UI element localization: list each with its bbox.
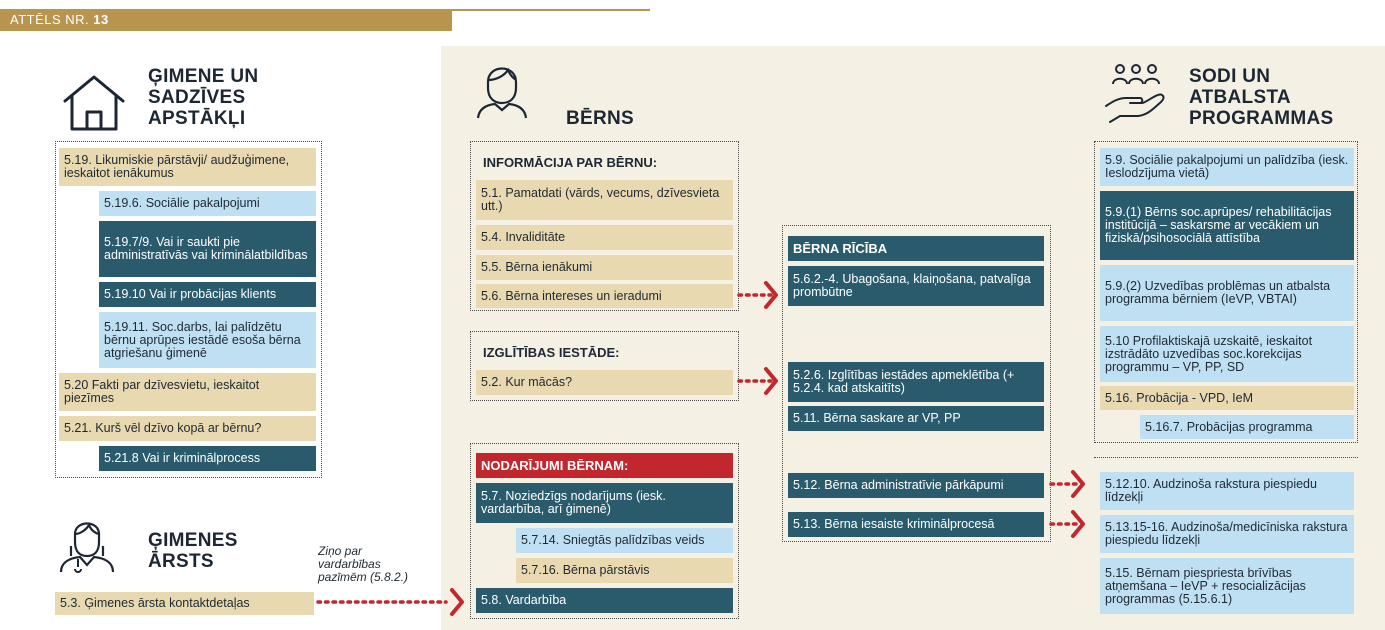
school-header: IZGLĪTĪBAS IESTĀDE: bbox=[483, 344, 620, 360]
house-icon bbox=[63, 75, 125, 131]
family-box-5-21: 5.21. Kurš vēl dzīvo kopā ar bērnu? bbox=[59, 416, 316, 441]
child-info-header: INFORMĀCIJA PAR BĒRNU: bbox=[483, 154, 658, 170]
doctor-note: Ziņo par vardarbības pazīmēm (5.8.2.) bbox=[318, 544, 409, 584]
family-box-5-19: 5.19. Likumiskie pārstāvji/ audžuģimene,… bbox=[59, 148, 316, 186]
child-title: BĒRNS bbox=[566, 108, 635, 129]
arrow-school-to-attendance bbox=[737, 367, 778, 395]
penalties-box-5-15: 5.15. Bērnam piespriesta brīvības atņemš… bbox=[1100, 558, 1354, 614]
penalties-group-top bbox=[1094, 141, 1358, 443]
penalties-title-line-1: SODI UN bbox=[1189, 66, 1271, 87]
penalties-box-5-9-2: 5.9.(2) Uzvedības problēmas un atbalsta … bbox=[1100, 265, 1354, 321]
child-icon bbox=[476, 67, 528, 119]
arrow-interests-to-behaviour bbox=[737, 281, 778, 309]
doctor-icon bbox=[59, 522, 115, 573]
penalties-divider bbox=[1094, 457, 1358, 619]
family-title-line-1: ĢIMENE UN bbox=[148, 66, 259, 87]
offences-box-5-7-16: 5.7.16. Bērna pārstāvis bbox=[516, 558, 733, 583]
child-box-5-4: 5.4. Invaliditāte bbox=[476, 225, 733, 250]
offences-header: NODARĪJUMI BĒRNAM: bbox=[476, 453, 733, 478]
support-hand-icon bbox=[1105, 64, 1165, 123]
penalties-box-5-12-10: 5.12.10. Audzinoša rakstura piespiedu lī… bbox=[1100, 472, 1354, 510]
child-box-5-5: 5.5. Bērna ienākumi bbox=[476, 255, 733, 280]
behaviour-box-5-13: 5.13. Bērna iesaiste kriminālprocesā bbox=[788, 512, 1044, 537]
school-box-5-2: 5.2. Kur mācās? bbox=[476, 370, 733, 395]
doctor-title-line-1: ĢIMENES bbox=[148, 530, 238, 551]
family-group bbox=[55, 141, 322, 478]
arrow-doctor-to-violence bbox=[316, 588, 464, 616]
school-group bbox=[470, 331, 739, 401]
child-box-5-1: 5.1. Pamatdati (vārds, vecums, dzīvesvie… bbox=[476, 180, 733, 220]
figure-number: 13 bbox=[93, 12, 109, 27]
penalties-title-line-2: ATBALSTA bbox=[1189, 87, 1291, 108]
doctor-title-line-2: ĀRSTS bbox=[148, 551, 214, 572]
behaviour-box-5-12: 5.12. Bērna administratīvie pārkāpumi bbox=[788, 473, 1044, 498]
arrow-admin-to-measures bbox=[1049, 470, 1085, 498]
penalties-box-5-16: 5.16. Probācija - VPD, IeM bbox=[1100, 386, 1354, 410]
family-title-line-3: APSTĀKĻI bbox=[148, 108, 246, 129]
behaviour-box-5-6-2: 5.6.2.-4. Ubagošana, klaiņošana, patvaļī… bbox=[788, 266, 1044, 306]
figure-label: ATTĒLS NR. bbox=[10, 12, 90, 27]
family-box-5-21-8: 5.21.8 Vai ir kriminālprocess bbox=[99, 446, 316, 471]
offences-box-5-8: 5.8. Vardarbība bbox=[476, 588, 733, 613]
family-box-5-19-6: 5.19.6. Sociālie pakalpojumi bbox=[99, 191, 316, 216]
family-title-line-2: SADZĪVES bbox=[148, 87, 246, 108]
penalties-box-5-16-7: 5.16.7. Probācijas programma bbox=[1140, 415, 1354, 439]
offences-group bbox=[470, 443, 739, 619]
family-box-5-19-11: 5.19.11. Soc.darbs, lai palīdzētu bērnu … bbox=[99, 312, 316, 368]
offences-box-5-7-14: 5.7.14. Sniegtās palīdzības veids bbox=[516, 528, 733, 553]
family-box-5-19-7: 5.19.7/9. Vai ir saukti pie administratī… bbox=[99, 221, 316, 277]
family-box-5-19-10: 5.19.10 Vai ir probācijas klients bbox=[99, 282, 316, 307]
penalties-box-5-9-1: 5.9.(1) Bērns soc.aprūpes/ rehabilitācij… bbox=[1100, 191, 1354, 260]
offences-box-5-7: 5.7. Noziedzīgs nodarījums (iesk. vardar… bbox=[476, 483, 733, 523]
behaviour-group bbox=[782, 225, 1051, 542]
doctor-title: ĢIMENES ĀRSTS bbox=[148, 530, 238, 572]
figure-header: ATTĒLS NR. 13 bbox=[0, 9, 452, 31]
family-box-5-20: 5.20 Fakti par dzīvesvietu, ieskaitot pi… bbox=[59, 373, 316, 411]
penalties-box-5-13-15: 5.13.15-16. Audzinoša/medicīniska rakstu… bbox=[1100, 515, 1354, 553]
child-box-5-6: 5.6. Bērna intereses un ieradumi bbox=[476, 284, 733, 308]
family-title: ĢIMENE UN SADZĪVES APSTĀKĻI bbox=[148, 66, 258, 129]
behaviour-box-5-11: 5.11. Bērna saskare ar VP, PP bbox=[788, 406, 1044, 431]
penalties-title-line-3: PROGRAMMAS bbox=[1189, 108, 1334, 129]
behaviour-header: BĒRNA RĪCĪBA bbox=[788, 236, 1044, 261]
doctor-box-5-3: 5.3. Ģimenes ārsta kontaktdetaļas bbox=[55, 592, 314, 615]
penalties-box-5-9: 5.9. Sociālie pakalpojumi un palīdzība (… bbox=[1100, 148, 1354, 186]
behaviour-box-5-2-6: 5.2.6. Izglītības iestādes apmeklētība (… bbox=[788, 362, 1044, 402]
arrow-criminal-to-measures bbox=[1049, 510, 1085, 538]
child-info-group bbox=[470, 141, 739, 311]
penalties-title: SODI UN ATBALSTA PROGRAMMAS bbox=[1189, 66, 1333, 129]
header-rule bbox=[452, 9, 650, 11]
penalties-box-5-10: 5.10 Profilaktiskajā uzskaitē, ieskaitot… bbox=[1100, 326, 1354, 382]
